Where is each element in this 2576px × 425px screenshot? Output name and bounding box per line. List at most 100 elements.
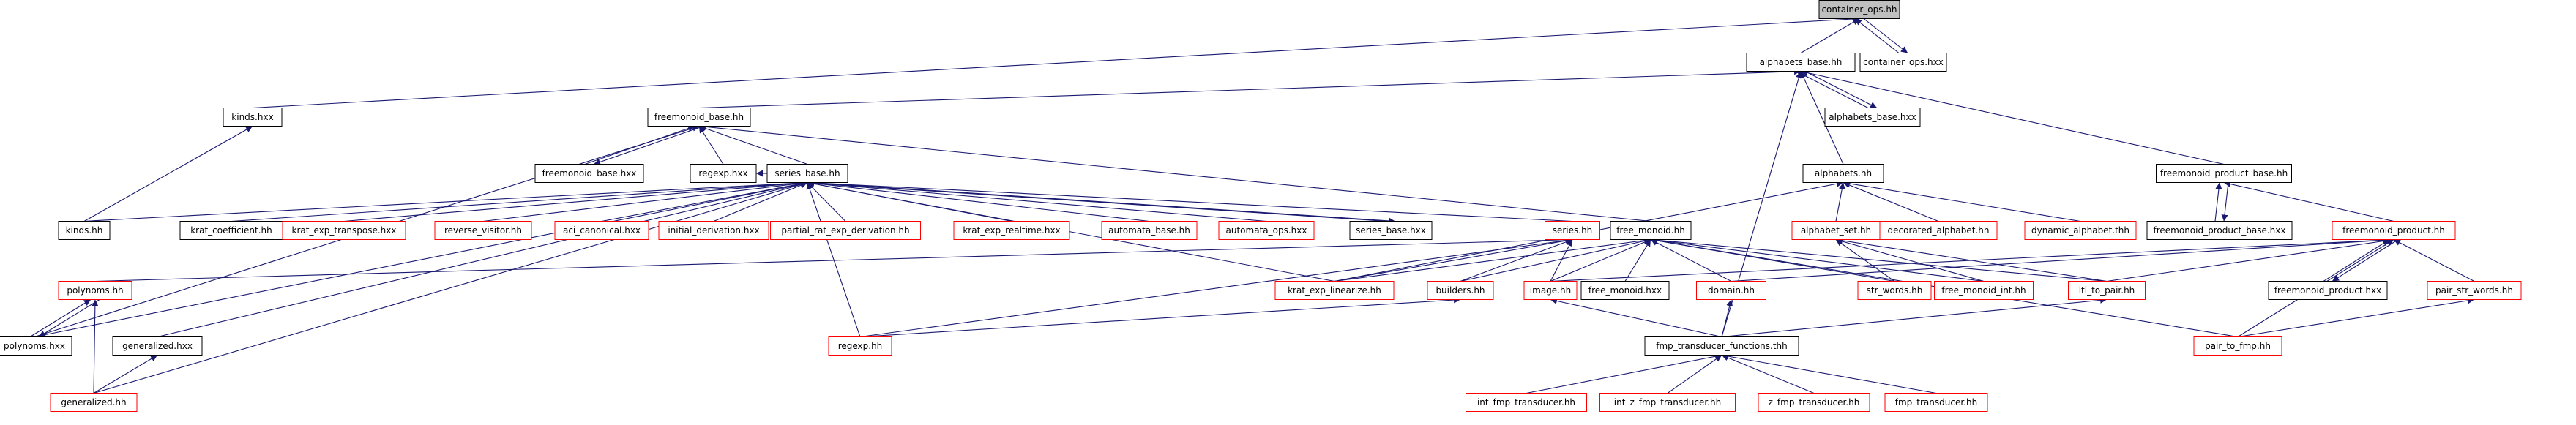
node-regexp-hxx[interactable]: regexp.hxx bbox=[690, 164, 757, 183]
node-box bbox=[282, 221, 406, 240]
node-image-hh[interactable]: image.hh bbox=[1523, 281, 1578, 300]
node-krat-exp-realtime-hxx[interactable]: krat_exp_realtime.hxx bbox=[953, 221, 1070, 240]
edge-dynamic-alphabet-thh-to-alphabets-hh bbox=[1843, 180, 2081, 222]
edge-container-ops-hh-to-container-ops-hxx bbox=[1863, 18, 1908, 53]
node-freemonoid-base-hxx[interactable]: freemonoid_base.hxx bbox=[534, 164, 644, 183]
node-box bbox=[179, 221, 283, 240]
node-container-ops-hh[interactable]: container_ops.hh bbox=[1818, 0, 1900, 19]
node-label: container_ops.hxx bbox=[1863, 57, 1944, 67]
node-pair-str-words-hh[interactable]: pair_str_words.hh bbox=[2427, 281, 2522, 300]
node-kinds-hxx[interactable]: kinds.hxx bbox=[223, 108, 283, 127]
node-int-z-fmp-transducer-hh[interactable]: int_z_fmp_transducer.hh bbox=[1599, 393, 1736, 412]
node-fmp-transducer-functions-thh[interactable]: fmp_transducer_functions.thh bbox=[1644, 336, 1799, 356]
edge-kinds-hxx-to-container-ops-hh bbox=[252, 15, 1860, 109]
node-label: container_ops.hh bbox=[1821, 4, 1897, 15]
node-freemonoid-product-base-hxx[interactable]: freemonoid_product_base.hxx bbox=[2146, 221, 2293, 240]
node-box bbox=[58, 221, 111, 240]
node-free-monoid-hh[interactable]: free_monoid.hh bbox=[1610, 221, 1692, 240]
node-reverse-visitor-hh[interactable]: reverse_visitor.hh bbox=[434, 221, 532, 240]
edge-free-monoid-int-hh-to-free-monoid-hh bbox=[1650, 237, 1985, 282]
edge-freemonoid-product-hh-to-freemonoid-product-base-hh bbox=[2223, 181, 2394, 222]
node-fmp-transducer-hh[interactable]: fmp_transducer.hh bbox=[1884, 393, 1988, 412]
edge-polynoms-hxx-to-polynoms-hh bbox=[29, 299, 92, 337]
node-alphabets-hh[interactable]: alphabets.hh bbox=[1802, 164, 1884, 183]
edge-freemonoid-product-hxx-to-freemonoid-product-hh bbox=[2323, 239, 2390, 282]
node-free-monoid-hxx[interactable]: free_monoid.hxx bbox=[1580, 281, 1670, 300]
node-box bbox=[1466, 393, 1587, 412]
node-label: regexp.hxx bbox=[698, 168, 747, 178]
edge-decorated-alphabet-hh-to-alphabets-hh bbox=[1843, 181, 1939, 222]
node-polynoms-hxx[interactable]: polynoms.hxx bbox=[0, 336, 72, 356]
node-label: pair_to_fmp.hh bbox=[2205, 341, 2271, 351]
node-freemonoid-product-base-hh[interactable]: freemonoid_product_base.hh bbox=[2156, 164, 2292, 183]
node-regexp-hh[interactable]: regexp.hh bbox=[828, 336, 892, 356]
node-freemonoid-product-hh[interactable]: freemonoid_product.hh bbox=[2332, 221, 2456, 240]
edge-generalized-hh-to-polynoms-hh bbox=[92, 299, 99, 394]
edge-generalized-hh-to-series-base-hh bbox=[93, 181, 808, 394]
node-alphabet-set-hh[interactable]: alphabet_set.hh bbox=[1791, 221, 1881, 240]
node-aci-canonical-hxx[interactable]: aci_canonical.hxx bbox=[554, 221, 649, 240]
node-label: series_base.hxx bbox=[1356, 225, 1426, 236]
edge-freemonoid-product-base-hh-to-alphabets-base-hh bbox=[1800, 69, 2225, 165]
node-container-ops-hxx[interactable]: container_ops.hxx bbox=[1859, 53, 1947, 72]
node-dynamic-alphabet-thh[interactable]: dynamic_alphabet.thh bbox=[2024, 221, 2137, 240]
node-series-base-hh[interactable]: series_base.hh bbox=[766, 164, 848, 183]
node-decorated-alphabet-hh[interactable]: decorated_alphabet.hh bbox=[1879, 221, 1998, 240]
node-generalized-hh[interactable]: generalized.hh bbox=[50, 393, 138, 412]
node-builders-hh[interactable]: builders.hh bbox=[1427, 281, 1494, 300]
node-z-fmp-transducer-hh[interactable]: z_fmp_transducer.hh bbox=[1758, 393, 1870, 412]
node-box bbox=[770, 221, 921, 240]
node-str-words-hh[interactable]: str_words.hh bbox=[1857, 281, 1932, 300]
node-label: krat_coefficient.hh bbox=[190, 225, 272, 236]
edge-builders-hh-to-series-hh bbox=[1460, 238, 1573, 282]
node-series-hh[interactable]: series.hh bbox=[1545, 221, 1600, 240]
edge-regexp-hh-to-series-base-hh bbox=[806, 182, 861, 337]
node-box bbox=[0, 336, 72, 356]
node-krat-coefficient-hh[interactable]: krat_coefficient.hh bbox=[179, 221, 283, 240]
edge-kinds-hh-to-series-base-hh bbox=[83, 179, 808, 222]
edge-free-monoid-hxx-to-free-monoid-hh bbox=[1624, 239, 1651, 282]
node-box bbox=[1599, 393, 1736, 412]
node-box bbox=[1791, 221, 1881, 240]
node-label: aci_canonical.hxx bbox=[563, 225, 641, 236]
node-partial-rat-exp-derivation-hh[interactable]: partial_rat_exp_derivation.hh bbox=[770, 221, 921, 240]
edge-fmp-transducer-hh-to-fmp-transducer-functions-thh bbox=[1721, 353, 1937, 394]
edge-krat-exp-transpose-hxx-to-series-base-hh bbox=[343, 179, 808, 222]
node-label: str_words.hh bbox=[1867, 285, 1923, 296]
node-alphabets-base-hh[interactable]: alphabets_base.hh bbox=[1746, 53, 1856, 72]
node-box bbox=[1101, 221, 1198, 240]
node-label: kinds.hh bbox=[66, 225, 103, 236]
node-box bbox=[658, 221, 769, 240]
node-int-fmp-transducer-hh[interactable]: int_fmp_transducer.hh bbox=[1466, 393, 1587, 412]
edge-series-base-hxx-to-series-base-hh bbox=[802, 179, 1387, 222]
edge-free-monoid-int-hh-to-alphabet-set-hh bbox=[1835, 238, 1985, 282]
node-freemonoid-base-hh[interactable]: freemonoid_base.hh bbox=[647, 108, 751, 127]
node-box bbox=[1879, 221, 1998, 240]
node-kinds-hh[interactable]: kinds.hh bbox=[58, 221, 111, 240]
node-pair-to-fmp-hh[interactable]: pair_to_fmp.hh bbox=[2193, 336, 2282, 356]
edge-reverse-visitor-hh-to-series-base-hh bbox=[482, 180, 808, 222]
node-box bbox=[50, 393, 138, 412]
node-ltl-to-pair-hh[interactable]: ltl_to_pair.hh bbox=[2068, 281, 2146, 300]
node-free-monoid-int-hh[interactable]: free_monoid_int.hh bbox=[1934, 281, 2034, 300]
node-freemonoid-product-hxx[interactable]: freemonoid_product.hxx bbox=[2268, 281, 2388, 300]
node-polynoms-hh[interactable]: polynoms.hh bbox=[58, 281, 132, 300]
node-box bbox=[1934, 281, 2034, 300]
node-krat-exp-linearize-hh[interactable]: krat_exp_linearize.hh bbox=[1274, 281, 1395, 300]
edge-series-base-hh-to-series-base-hxx bbox=[811, 181, 1396, 225]
node-box bbox=[2156, 164, 2292, 183]
node-series-base-hxx[interactable]: series_base.hxx bbox=[1349, 221, 1433, 240]
node-krat-exp-transpose-hxx[interactable]: krat_exp_transpose.hxx bbox=[282, 221, 406, 240]
node-box bbox=[2024, 221, 2137, 240]
node-label: partial_rat_exp_derivation.hh bbox=[781, 225, 909, 236]
node-label: freemonoid_product.hh bbox=[2342, 225, 2445, 236]
node-alphabets-base-hxx[interactable]: alphabets_base.hxx bbox=[1824, 108, 1921, 127]
node-label: freemonoid_product_base.hh bbox=[2160, 168, 2288, 178]
node-automata-ops-hxx[interactable]: automata_ops.hxx bbox=[1218, 221, 1315, 240]
edge-regexp-hxx-to-freemonoid-base-hh bbox=[698, 126, 724, 165]
node-initial-derivation-hxx[interactable]: initial_derivation.hxx bbox=[658, 221, 769, 240]
node-automata-base-hh[interactable]: automata_base.hh bbox=[1101, 221, 1198, 240]
node-domain-hh[interactable]: domain.hh bbox=[1696, 281, 1766, 300]
node-label: builders.hh bbox=[1436, 285, 1485, 296]
node-generalized-hxx[interactable]: generalized.hxx bbox=[112, 336, 203, 356]
